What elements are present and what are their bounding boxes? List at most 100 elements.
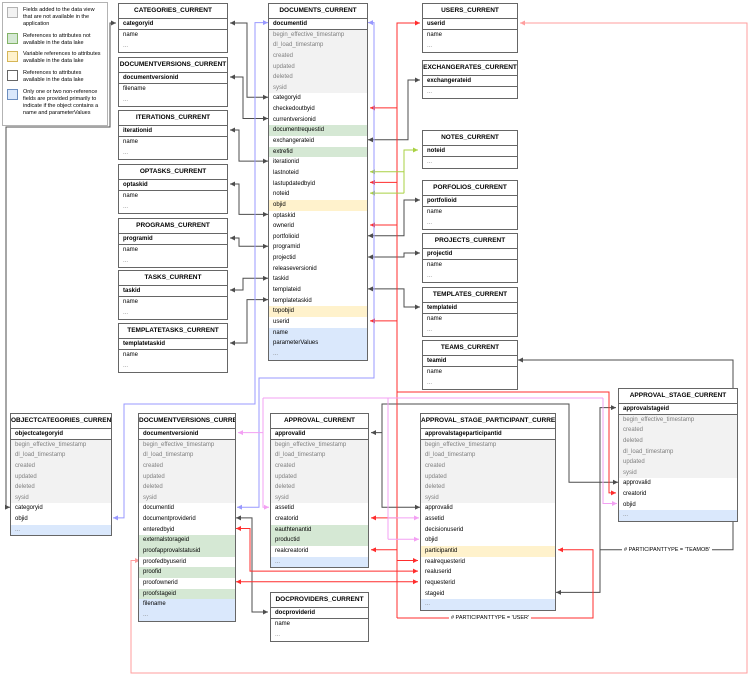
field-row: creatorid [619, 489, 737, 500]
table-title: TEAMS_CURRENT [423, 341, 517, 356]
field-row: objid [269, 199, 367, 211]
table-title: PROJECTS_CURRENT [423, 234, 517, 249]
legend-item: Fields added to the data view that are n… [7, 7, 104, 28]
field-row: categoryid [269, 93, 367, 105]
field-row: userid [269, 316, 367, 328]
edge-condition-label: # PARTICIPANTTYPE = 'USER' [448, 615, 532, 621]
field-row: assetid [421, 514, 555, 525]
field-row: ... [271, 630, 368, 641]
field-row: taskid [269, 274, 367, 286]
edge-black [230, 275, 268, 293]
field-row: approvalid [421, 503, 555, 515]
field-row: ... [423, 157, 517, 168]
field-row: name [423, 314, 517, 325]
field-row: approvalstageid [619, 404, 737, 415]
field-row: created [11, 460, 111, 472]
field-row: exchangerateid [423, 76, 517, 87]
table-title: APPROVAL_CURRENT [271, 414, 368, 429]
field-row: templatetaskid [269, 295, 367, 307]
field-row: approvalid [619, 478, 737, 490]
legend-text: Only one or two non-reference fields are… [23, 88, 99, 116]
edge-black [230, 20, 268, 100]
field-row: deleted [269, 72, 367, 83]
field-row: dl_load_timestamp [269, 40, 367, 51]
field-row: participantid [421, 546, 555, 557]
field-row: name [119, 297, 227, 308]
field-row: dl_load_timestamp [139, 450, 235, 461]
field-row: userid [423, 19, 517, 30]
field-row: externalstorageid [139, 535, 235, 547]
table-title: DOCUMENTVERSIONS_CURRENT [139, 414, 235, 429]
edge-black [230, 235, 268, 249]
edge-condition-label: # PARTICIPANTTYPE = 'TEAMOB' [622, 547, 712, 553]
edge-black [230, 181, 268, 217]
field-row: optaskid [119, 180, 227, 191]
field-row: ... [423, 325, 517, 336]
field-row: parameterValues [269, 338, 367, 349]
field-row: objid [619, 499, 737, 511]
field-row: decisionuserid [421, 524, 555, 536]
field-row: ... [119, 308, 227, 319]
field-row: updated [271, 471, 368, 483]
field-row: documentversionid [119, 73, 227, 84]
legend-swatch-blue [7, 88, 18, 100]
table-title: ITERATIONS_CURRENT [119, 111, 227, 126]
field-row: name [271, 619, 368, 630]
field-row: approvalid [271, 429, 368, 440]
field-row: ... [423, 271, 517, 282]
edge-pink [602, 398, 617, 506]
field-row: name [119, 245, 227, 256]
field-row: ... [119, 256, 227, 267]
field-row: begin_effective_timestamp [619, 414, 737, 426]
field-row: documentid [269, 19, 367, 30]
field-row: name [423, 207, 517, 218]
field-row: deleted [421, 482, 555, 493]
table-title: PORFOLIOS_CURRENT [423, 181, 517, 196]
field-row: categoryid [119, 19, 227, 30]
table-title: EXCHANGERATES_CURRENT [423, 61, 517, 76]
field-row: updated [619, 457, 737, 468]
field-row: approvalstageparticipantid [421, 429, 555, 440]
field-row: objid [11, 514, 111, 525]
table-title: OBJECTCATEGORIES_CURRENT [11, 414, 111, 429]
edge-black [368, 77, 420, 143]
edge-black [368, 286, 420, 310]
field-row: created [619, 425, 737, 436]
field-row: name [119, 30, 227, 41]
legend-item: References to attributes not available i… [7, 32, 104, 47]
edge-black [230, 74, 268, 121]
field-row: dl_load_timestamp [619, 446, 737, 458]
table-title: TEMPLATETASKS_CURRENT [119, 324, 227, 339]
table-title: USERS_CURRENT [423, 4, 517, 19]
field-row: dl_load_timestamp [271, 450, 368, 461]
field-row: documentversionid [139, 429, 235, 440]
field-row: templateid [423, 303, 517, 314]
field-row: currentversionid [269, 114, 367, 126]
field-row: updated [269, 61, 367, 73]
field-row: ... [119, 41, 227, 52]
table-title: NOTES_CURRENT [423, 131, 517, 146]
field-row: sysid [271, 492, 368, 504]
